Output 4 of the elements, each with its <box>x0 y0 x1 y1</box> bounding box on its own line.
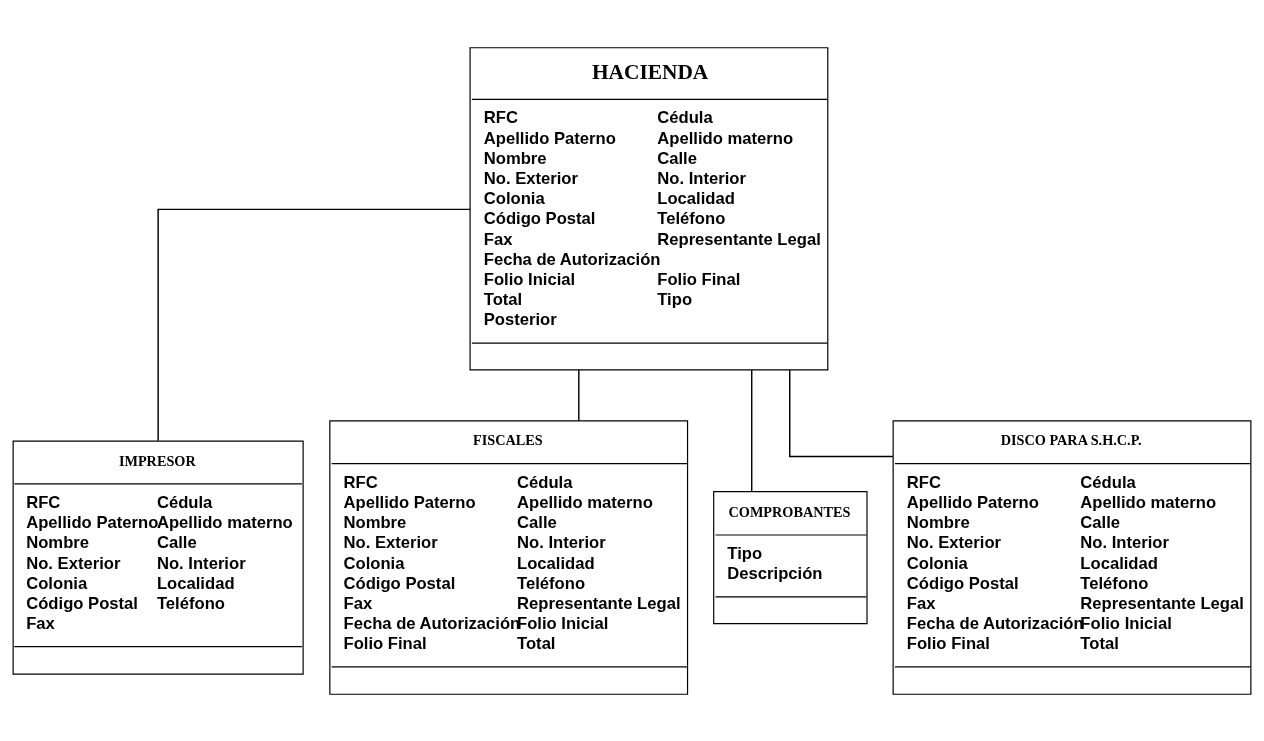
connector <box>578 368 580 421</box>
connector <box>751 368 753 492</box>
connector <box>789 368 894 457</box>
connector <box>157 208 471 441</box>
